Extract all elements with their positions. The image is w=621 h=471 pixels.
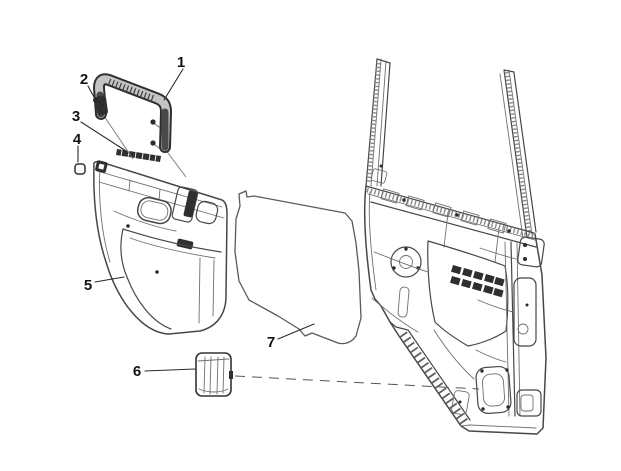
leader-5: [94, 276, 125, 283]
sill-hatched-band: [389, 321, 471, 426]
door-rear-edge-channel: [504, 241, 521, 417]
door-shell-drawing: [363, 58, 547, 435]
belt-line-reinforcement: [365, 185, 537, 248]
storage-box-drawing: [195, 352, 233, 397]
door-body-outline: [363, 185, 547, 435]
access-hole: [475, 365, 512, 414]
reference-dashed-line: [234, 375, 480, 390]
leader-6: [144, 368, 196, 372]
mounting-strip-drawing: [116, 149, 161, 162]
callout-7-label: 7: [267, 334, 275, 351]
bracket-lower-right: [516, 389, 542, 417]
callout-6-label: 6: [133, 363, 141, 380]
top-left-fitting: [95, 160, 108, 173]
map-pocket: [120, 228, 222, 330]
pull-handle-cutout: [136, 196, 172, 225]
window-frame-left-pillar: [365, 58, 391, 187]
inner-panel-opening: [427, 240, 509, 347]
rear-lamp-recess: [513, 277, 537, 347]
callout-labels: 1 2 3 4 5 6 7: [72, 54, 275, 380]
switch-bezel: [171, 186, 199, 223]
callout-leaders: [77, 68, 315, 372]
screw-drawing: [93, 97, 104, 107]
water-shield-drawing: [234, 190, 362, 345]
handle-screws: [150, 119, 160, 149]
door-trim-panel-drawing: [93, 149, 228, 335]
stamping-slot-rows: [450, 265, 505, 298]
latch-bracket: [451, 390, 470, 416]
side-bezel: [195, 200, 219, 225]
leader-3: [80, 121, 127, 152]
clip-drawing: [74, 163, 86, 175]
callout-1-label: 1: [177, 54, 185, 71]
callout-3-label: 3: [72, 108, 80, 125]
trim-panel-outline: [93, 160, 228, 335]
pillar-base-bracket: [370, 164, 388, 184]
leader-1: [163, 68, 184, 101]
leader-7: [277, 323, 315, 340]
window-frame-right-pillar: [499, 69, 537, 239]
window-regulator: [390, 246, 422, 318]
grab-handle-drawing: [93, 73, 187, 178]
callout-4-label: 4: [73, 131, 82, 148]
callout-5-label: 5: [84, 277, 92, 294]
leader-2: [87, 85, 95, 98]
callout-2-label: 2: [80, 71, 88, 88]
hinge-plate-upper: [517, 236, 545, 268]
